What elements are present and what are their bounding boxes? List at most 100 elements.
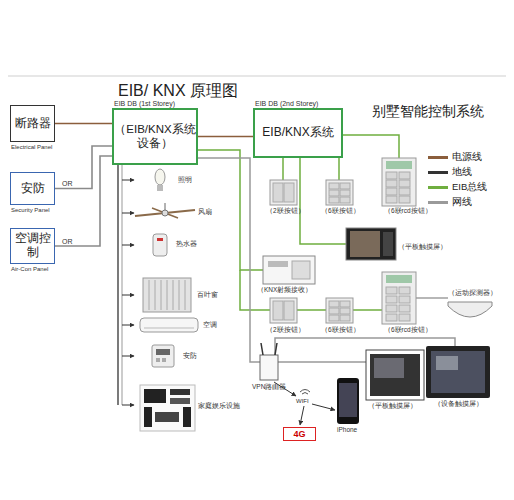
switch-panel	[399, 296, 410, 303]
device-label: （设备触摸屏）	[434, 401, 483, 408]
panel-box: 空调控制Air-Con Panel	[10, 228, 55, 264]
box-text: （EIB/KNX系统设备）	[114, 123, 196, 149]
switch-panel	[329, 301, 339, 307]
entertainment-icon	[144, 407, 152, 427]
device-bus	[122, 245, 134, 246]
device-label: （6联rcd按钮）	[384, 208, 432, 215]
switch-panel	[329, 315, 339, 321]
switch-panel	[386, 172, 397, 179]
switch-panel	[399, 314, 410, 321]
switch-panel	[386, 275, 412, 283]
device-label: （平板触摸屏）	[368, 403, 417, 410]
phone-icon	[337, 378, 359, 424]
touch-screen	[426, 346, 490, 398]
switch-panel	[329, 308, 339, 314]
switch-panel	[382, 272, 416, 324]
aircon-icon	[144, 328, 194, 329]
switch-panel	[386, 314, 397, 321]
system-box: EIB DB (2nd Storey)EIB/KNX系统	[253, 108, 343, 158]
legend-text: 网线	[452, 197, 472, 207]
wifi-arrow	[300, 406, 304, 425]
or-note: OR	[62, 180, 73, 187]
router-icon	[275, 343, 277, 355]
device-label: 家庭娱乐设施	[198, 403, 240, 410]
device-label: （2联按钮）	[266, 208, 305, 215]
security-icon	[162, 358, 166, 362]
device-label: 热水器	[176, 241, 197, 248]
legend-text: 地线	[452, 167, 472, 177]
panel-box: 安防Security Panel	[10, 172, 55, 205]
security-icon	[152, 345, 174, 367]
device-label: （6联按钮）	[321, 327, 360, 334]
device-bus	[118, 165, 134, 405]
switch-panel	[340, 190, 350, 196]
switch-panel	[386, 305, 397, 312]
legend-swatch	[428, 171, 448, 174]
network-box: 4G	[283, 427, 316, 441]
rf-receiver	[268, 261, 288, 267]
switch-panel	[382, 158, 416, 206]
touch-screen	[370, 354, 420, 396]
switch-panel	[326, 180, 353, 205]
security-icon	[156, 358, 160, 362]
top-rule	[8, 76, 506, 77]
switch-panel	[340, 197, 350, 203]
device-label: 百叶窗	[197, 292, 218, 299]
box-text: EIB/KNX系统	[262, 126, 333, 140]
switch-panel	[399, 305, 410, 312]
switch-panel	[340, 315, 350, 321]
switch-panel	[326, 298, 353, 323]
switch-panel	[273, 301, 283, 320]
touch-screen	[366, 350, 424, 400]
switch-panel	[386, 287, 397, 294]
box-text: 4G	[293, 429, 305, 439]
device-bus	[122, 325, 134, 326]
switch-panel	[399, 172, 410, 179]
fan-icon	[162, 210, 168, 216]
fan-icon	[152, 208, 178, 218]
legend-swatch	[428, 186, 448, 189]
box-caption: EIB DB (2nd Storey)	[255, 100, 318, 107]
legend-swatch	[428, 201, 448, 204]
device-label: VPN路由器	[252, 384, 286, 391]
motion-detector	[448, 302, 492, 317]
network-wire	[198, 158, 260, 362]
device-label: 安防	[183, 353, 197, 360]
switch-panel	[340, 308, 350, 314]
legend-text: EIB总线	[452, 182, 487, 192]
device-bus	[122, 180, 134, 181]
network-wire	[278, 361, 366, 363]
device-label: 照明	[178, 177, 192, 184]
box-caption: Air-Con Panel	[11, 266, 48, 272]
rf-receiver	[263, 256, 315, 284]
security-icon	[156, 349, 170, 355]
connector	[55, 156, 112, 246]
bus-wire	[353, 309, 382, 311]
switch-panel	[270, 158, 416, 324]
water-heater-icon	[153, 234, 167, 256]
device-bus	[122, 165, 123, 405]
router-icon	[261, 343, 263, 355]
box-text: 空调控制	[11, 232, 54, 260]
touch-screen	[436, 356, 458, 370]
switch-panel	[270, 180, 297, 205]
device-label: （KNX射频接收）	[257, 287, 312, 294]
switch-panel	[386, 296, 397, 303]
switch-panel	[329, 183, 339, 189]
switch-panel	[399, 287, 410, 294]
entertainment-icon	[183, 407, 191, 427]
bus-wire	[297, 309, 326, 311]
device-bus	[122, 295, 134, 296]
security-icon	[152, 345, 174, 367]
router-icon	[260, 343, 278, 380]
device-label: iPhone	[337, 427, 357, 434]
phone-icon	[339, 383, 357, 417]
device-label: （运动探测器）	[448, 290, 497, 297]
rf-receiver	[263, 256, 315, 284]
blind-icon	[143, 278, 191, 312]
device-bus	[117, 165, 118, 405]
blind-icon	[143, 278, 191, 312]
system-box: EIB DB (1st Storey)（EIB/KNX系统设备）	[112, 108, 198, 165]
switch-panel	[284, 183, 294, 202]
device-label: （2联按钮）	[266, 327, 305, 334]
